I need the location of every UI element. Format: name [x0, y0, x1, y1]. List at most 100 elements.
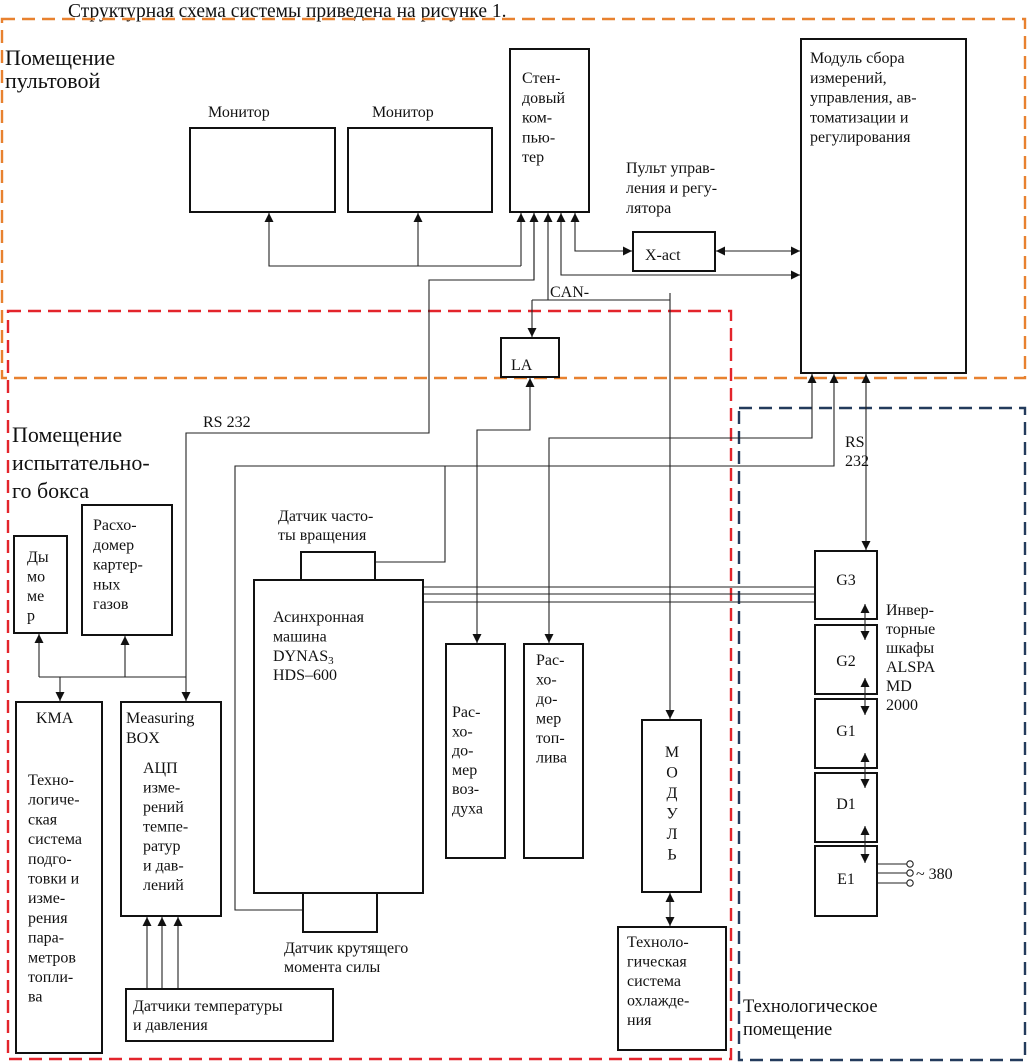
monitor-2-label: Монитор	[372, 104, 434, 121]
fuel-flowmeter-box[interactable]	[523, 643, 584, 859]
text-line: ALSPA	[886, 659, 936, 676]
text-line: до-	[536, 691, 557, 708]
text-line: Асинхронная	[273, 609, 365, 626]
async-machine-model-line2: HDS–600	[273, 667, 337, 684]
text-line: М	[665, 744, 679, 761]
text-line: О	[666, 765, 678, 782]
monitor-1-box[interactable]	[189, 127, 336, 213]
text-line: топ-	[536, 730, 565, 747]
text-line: Ь	[667, 847, 676, 864]
text-line: ратур	[143, 838, 180, 855]
text-line: ных	[93, 576, 120, 593]
wire-la-air-flowmeter	[472, 378, 535, 643]
cooling-system-box[interactable]	[617, 926, 727, 1051]
text-line: го бокса	[12, 478, 89, 503]
text-line: RS	[845, 434, 865, 451]
text-line: хо-	[536, 672, 557, 689]
text-line: регулирования	[810, 129, 911, 146]
text-line: Техно-	[28, 772, 74, 789]
text-line: мо	[27, 569, 45, 586]
text-line: ком-	[522, 110, 552, 127]
air-flowmeter-box[interactable]	[445, 643, 506, 859]
text-line: Рас-	[536, 652, 564, 669]
text-line: тер	[522, 149, 544, 166]
acquisition-module-box[interactable]	[800, 38, 967, 374]
mains-terminal-icon	[906, 869, 914, 877]
wire-module-torque-sensor	[234, 374, 839, 911]
text-line: торные	[886, 621, 935, 638]
text-line: шкафы	[886, 640, 934, 657]
text-line: Л	[667, 826, 678, 843]
text-line: Пульт управ-	[626, 160, 715, 177]
speed-sensor-label: Датчик часто-ты вращения	[278, 508, 373, 544]
text-line: ния	[627, 1012, 652, 1029]
text-line: Инвер-	[886, 602, 934, 619]
text-line: система	[627, 973, 681, 990]
async-machine-box[interactable]	[253, 579, 424, 894]
text-line: MD	[886, 678, 912, 695]
text-line: газов	[93, 596, 129, 613]
text-line: Стен-	[522, 70, 560, 87]
inverter-d1-label: D1	[836, 796, 856, 813]
text-line: АЦП	[143, 760, 178, 777]
text-line: лятора	[626, 200, 671, 217]
la-box[interactable]	[500, 337, 560, 378]
measuring-box[interactable]	[120, 701, 222, 917]
model-name: DYNAS	[273, 648, 328, 665]
module-box[interactable]	[641, 719, 702, 893]
text-line: охлажде-	[627, 993, 689, 1010]
text-line: Модуль сбора	[810, 50, 905, 67]
text-line: машина	[273, 629, 327, 646]
text-line: духа	[452, 801, 483, 818]
page-title: Структурная схема системы приведена на р…	[68, 1, 507, 22]
smoke-meter-box[interactable]	[13, 535, 68, 634]
text-line: гическая	[627, 954, 687, 971]
text-line: и дав-	[143, 858, 184, 875]
text-line: ва	[28, 989, 42, 1006]
zone-test-box-border	[6, 309, 733, 1061]
la-label: LA	[511, 357, 533, 374]
text-line: помещение	[743, 1020, 832, 1040]
text-line: ления и регу-	[626, 180, 717, 197]
async-machine-label: Асинхронная машина	[273, 609, 365, 646]
mains-terminal-icon	[906, 860, 914, 868]
bench-computer-box[interactable]	[509, 48, 590, 213]
text-line: 2000	[886, 697, 918, 714]
kma-title: KMA	[36, 710, 74, 727]
wire-computer-monitor-1	[264, 213, 521, 267]
kma-box[interactable]	[15, 701, 103, 1054]
can-bus-label: CAN-	[550, 284, 589, 301]
crankcase-flowmeter-box[interactable]	[81, 504, 173, 636]
monitor-1-label: Монитор	[208, 104, 270, 121]
torque-sensor-box[interactable]	[302, 892, 378, 933]
text-line: р	[27, 608, 35, 625]
text-line: мер	[536, 711, 561, 728]
temp-pressure-sensors-box[interactable]	[125, 988, 334, 1042]
text-line: управления, ав-	[810, 90, 917, 107]
inverter-g1-label: G1	[836, 723, 856, 740]
text-line: рения	[28, 910, 68, 927]
text-line: Датчик крутящего	[284, 940, 408, 957]
text-line: ская	[28, 811, 58, 828]
text-line: темпе-	[143, 819, 188, 836]
speed-sensor-box[interactable]	[300, 551, 376, 581]
monitor-2-box[interactable]	[347, 127, 493, 213]
control-panel-label: Пульт управ-ления и регу-лятора	[626, 160, 717, 217]
inverter-g3-label: G3	[836, 572, 856, 589]
text-line: мер	[452, 762, 477, 779]
